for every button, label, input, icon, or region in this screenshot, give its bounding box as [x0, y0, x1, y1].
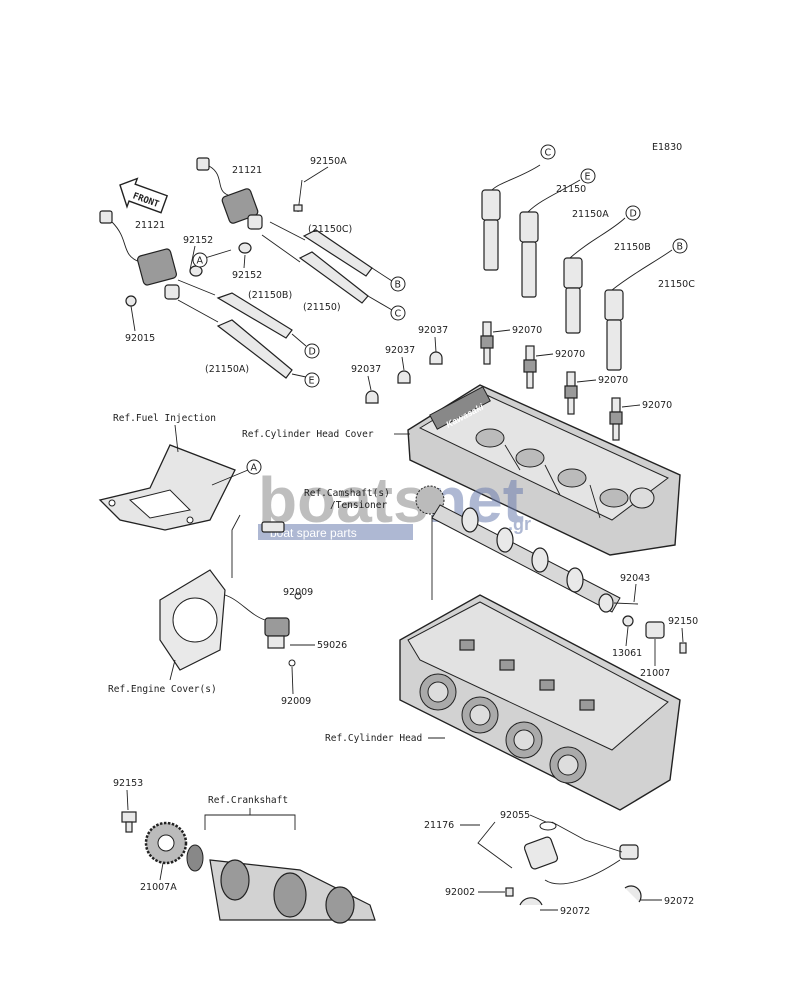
svg-text:C: C	[545, 148, 552, 159]
part-92037-c: 92037	[351, 364, 381, 375]
svg-text:E: E	[309, 376, 315, 387]
cylinder-head-cover: Kawasaki	[407, 384, 681, 556]
watermark-tld: .gr	[508, 514, 531, 534]
part-21150-paren: (21150)	[303, 302, 341, 313]
part-21121-left: 21121	[135, 220, 165, 231]
part-92009-b: 92009	[281, 696, 311, 707]
svg-text:A: A	[251, 463, 258, 474]
part-21007: 21007	[640, 668, 670, 679]
spark-plugs	[480, 321, 623, 441]
callout-b-coil: B	[371, 267, 406, 292]
part-92150A: 92150A	[310, 156, 347, 167]
part-21007A: 21007A	[140, 882, 177, 893]
part-21150: 21150	[556, 184, 586, 195]
part-92037-a: 92037	[418, 325, 448, 336]
svg-text:D: D	[630, 209, 637, 220]
callout-a-bracket: A	[211, 459, 262, 486]
svg-text:B: B	[677, 242, 684, 253]
ignition-coil-left	[99, 210, 293, 379]
part-92072-b: 92072	[664, 896, 694, 907]
part-21150A-paren: (21150A)	[205, 364, 249, 375]
callout-c-coil: C	[367, 295, 406, 321]
part-21150B-paren: (21150B)	[248, 290, 292, 301]
ref-camshaft: Ref.Camshaft(s)	[304, 488, 390, 499]
part-21121-upper: 21121	[232, 165, 262, 176]
tensioner-parts	[613, 602, 687, 654]
part-92037-b: 92037	[385, 345, 415, 356]
cam-sensor-assembly	[477, 821, 642, 906]
part-92009-a: 92009	[283, 587, 313, 598]
svg-text:D: D	[309, 347, 316, 358]
callout-d-coil: D	[291, 333, 320, 359]
part-92072-a: 92072	[560, 906, 590, 917]
callout-e-coil: E	[291, 372, 320, 388]
clamp-92037-group	[365, 351, 443, 404]
part-92043: 92043	[620, 573, 650, 584]
cylinder-head	[399, 594, 681, 811]
part-21150A: 21150A	[572, 209, 609, 220]
ref-cylinder-head-cover: Ref.Cylinder Head Cover	[242, 429, 374, 440]
fuel-injection-bracket	[98, 444, 236, 531]
part-92015: 92015	[125, 333, 155, 344]
part-21150C: 21150C	[658, 279, 695, 290]
svg-text:C: C	[395, 309, 402, 320]
ref-engine-cover: Ref.Engine Cover(s)	[108, 684, 217, 695]
callout-a-upper: A	[192, 249, 232, 268]
plug-cap-21150: C	[481, 144, 556, 271]
part-21150B: 21150B	[614, 242, 651, 253]
part-21176: 21176	[424, 820, 454, 831]
part-92055: 92055	[500, 810, 530, 821]
camshaft	[415, 485, 621, 613]
watermark-tagline: boat spare parts	[270, 526, 357, 540]
part-92070-a: 92070	[512, 325, 542, 336]
plug-cap-21150B: D	[563, 205, 641, 334]
part-92070-b: 92070	[555, 349, 585, 360]
part-92152-b: 92152	[232, 270, 262, 281]
plug-cap-21150C: B	[604, 238, 688, 371]
svg-text:E: E	[585, 172, 591, 183]
part-59026: 59026	[317, 640, 347, 651]
svg-text:A: A	[197, 256, 204, 267]
part-21150C-paren: (21150C)	[308, 224, 352, 235]
part-92070-d: 92070	[642, 400, 672, 411]
ref-crankshaft: Ref.Crankshaft	[208, 795, 288, 806]
ref-cylinder-head: Ref.Cylinder Head	[325, 733, 422, 744]
part-92070-c: 92070	[598, 375, 628, 386]
plug-cap-21150A: E	[519, 168, 596, 298]
ref-tensioner: /Tensioner	[330, 500, 387, 511]
diagram-code: E1830	[652, 142, 682, 153]
part-92002: 92002	[445, 887, 475, 898]
crankshaft-assembly	[121, 811, 376, 924]
ref-fuel-injection: Ref.Fuel Injection	[113, 413, 216, 424]
part-92152-a: 92152	[183, 235, 213, 246]
watermark: boats net .gr boat spare parts	[258, 464, 531, 540]
sensor-cover-assembly	[159, 514, 302, 671]
svg-text:B: B	[395, 280, 402, 291]
part-13061: 13061	[612, 648, 642, 659]
part-92153: 92153	[113, 778, 143, 789]
ignition-coil-upper	[196, 157, 373, 304]
front-arrow-icon: FRONT	[119, 177, 169, 214]
part-92150: 92150	[668, 616, 698, 627]
